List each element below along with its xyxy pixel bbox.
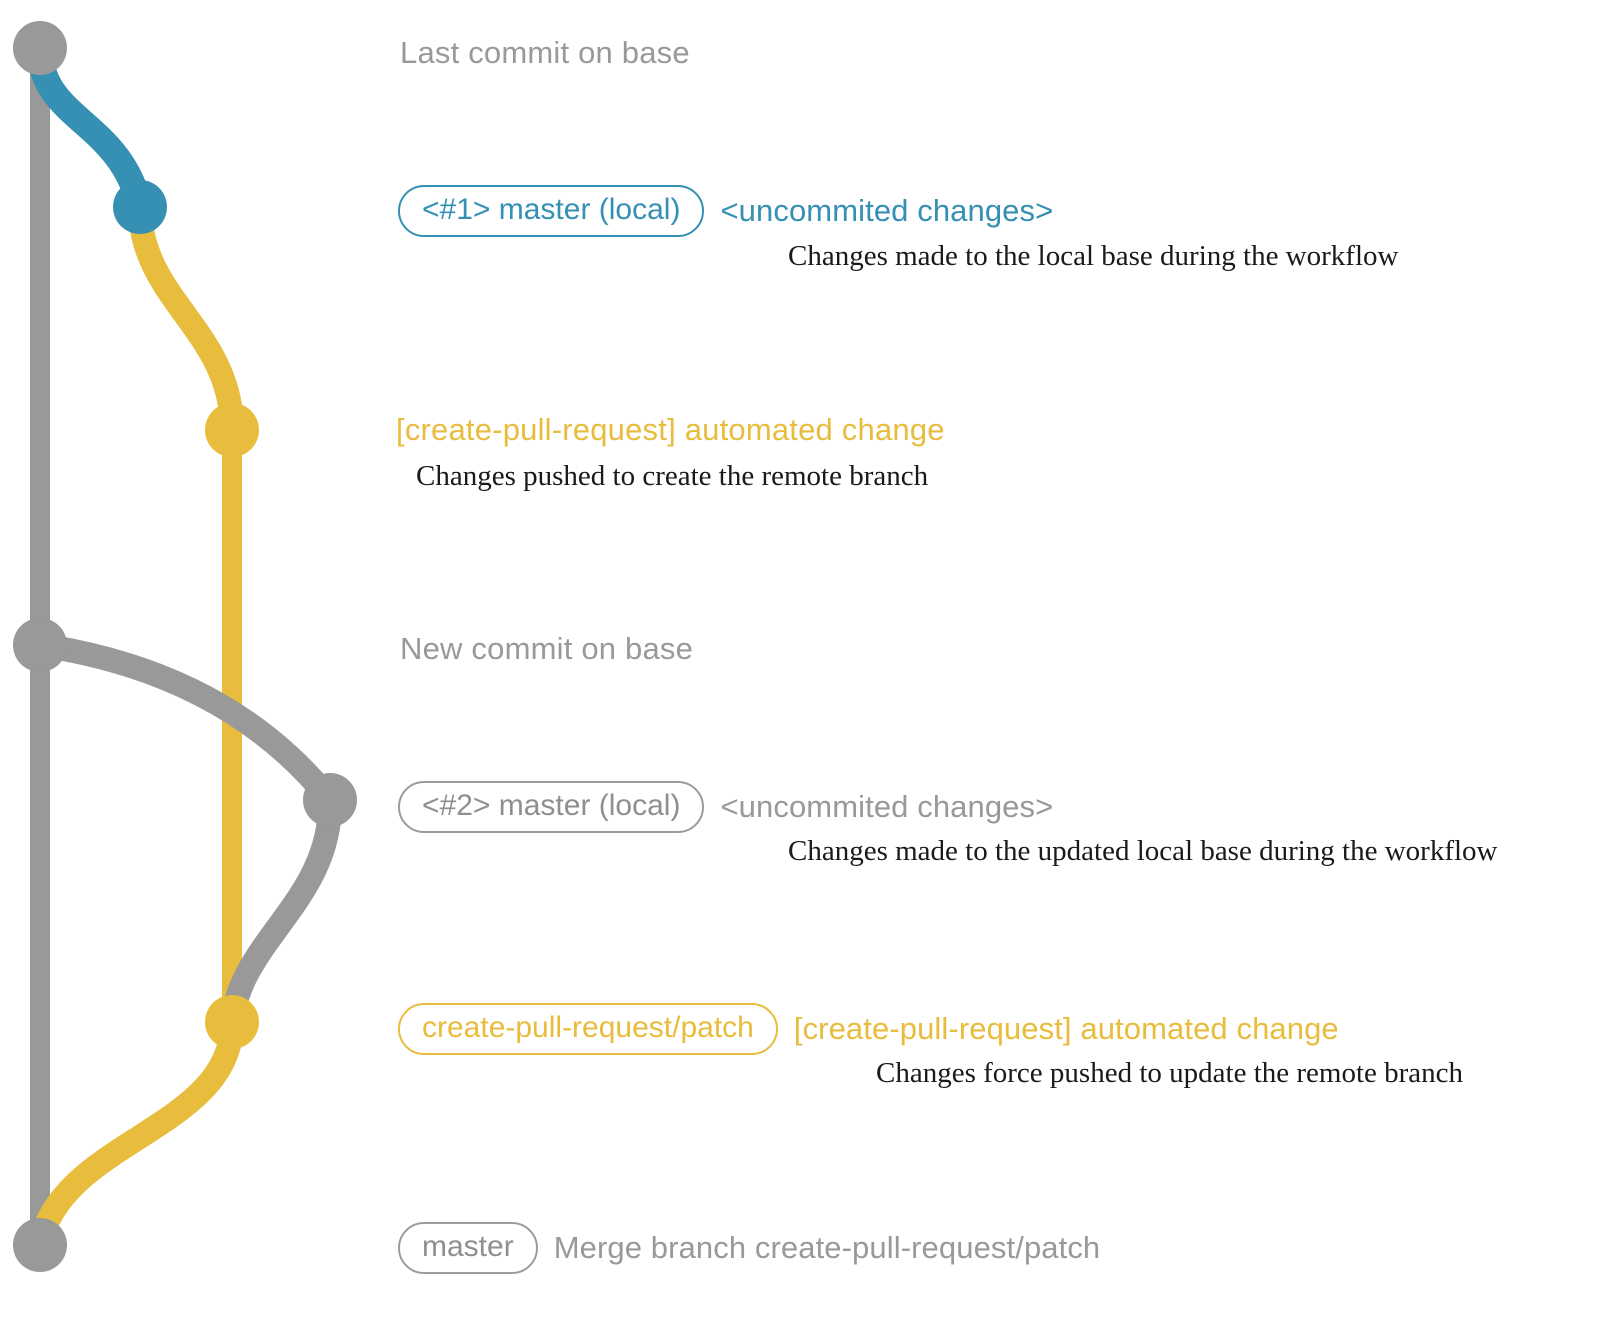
git-graph: [13, 21, 357, 1272]
commit-node-local-2: [303, 773, 357, 827]
commit-entry-new-commit-on-base: New commit on base: [400, 631, 693, 667]
branch-badge-master[interactable]: master: [398, 1222, 538, 1274]
commit-entry-local-uncommitted-2: <#2> master (local) <uncommited changes>: [398, 781, 1053, 833]
commit-description-patch-push-1: Changes pushed to create the remote bran…: [416, 460, 929, 492]
commit-subject-patch-push-1: [create-pull-request] automated change: [396, 412, 945, 447]
commit-subject-last-commit-on-base: Last commit on base: [400, 35, 690, 70]
commit-node-patch-2: [205, 995, 259, 1049]
commit-description-local-uncommitted-1: Changes made to the local base during th…: [788, 240, 1399, 272]
commit-entry-merge-commit: master Merge branch create-pull-request/…: [398, 1222, 1100, 1274]
edge-base-to-local1: [27, 35, 153, 220]
edge-basenew-to-local2: [28, 633, 342, 812]
edge-local2-to-patch2: [220, 788, 343, 1034]
edge-local1-to-patch1: [128, 195, 244, 442]
commit-entry-patch-force-push: create-pull-request/patch [create-pull-r…: [398, 1003, 1339, 1055]
commit-node-base-last: [13, 21, 67, 75]
commit-subject-local-uncommitted-2: <uncommited changes>: [720, 788, 1054, 824]
commit-description-patch-force-push: Changes force pushed to update the remot…: [876, 1057, 1464, 1089]
commit-subject-merge-commit: Merge branch create-pull-request/patch: [553, 1229, 1101, 1265]
edge-patch2-to-merge: [28, 1010, 244, 1257]
commit-entry-last-commit-on-base: Last commit on base: [400, 35, 690, 71]
commit-node-patch-1: [205, 403, 259, 457]
commit-subject-new-commit-on-base: New commit on base: [400, 631, 694, 666]
commit-entry-local-uncommitted-1: <#1> master (local) <uncommited changes>: [398, 185, 1053, 237]
commit-subject-patch-force-push: [create-pull-request] automated change: [793, 1010, 1339, 1046]
branch-badge-master-local-2[interactable]: <#2> master (local): [398, 781, 705, 833]
commit-description-local-uncommitted-2: Changes made to the updated local base d…: [788, 835, 1498, 867]
commit-node-base-merge: [13, 1218, 67, 1272]
branch-badge-create-pull-request-patch[interactable]: create-pull-request/patch: [398, 1003, 778, 1055]
commit-subject-local-uncommitted-1: <uncommited changes>: [720, 192, 1054, 228]
commit-node-base-new: [13, 618, 67, 672]
commit-entry-patch-push-1: [create-pull-request] automated change: [396, 412, 945, 448]
branch-badge-master-local-1[interactable]: <#1> master (local): [398, 185, 705, 237]
commit-node-local-1: [113, 180, 167, 234]
